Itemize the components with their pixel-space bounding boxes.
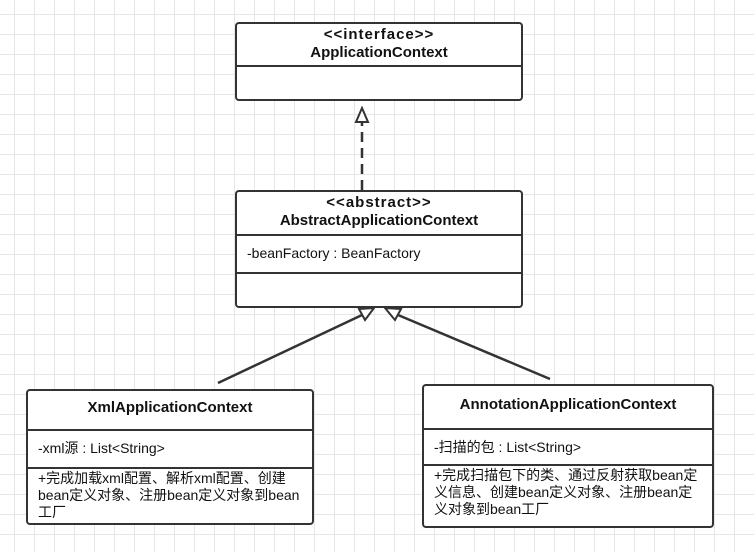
generalization-arrow-xml (217, 306, 377, 385)
class-annotation-application-context[interactable]: AnnotationApplicationContext -扫描的包 : Lis… (422, 384, 714, 528)
stereotype-label: <<abstract>> (326, 194, 432, 211)
method-load-xml: +完成加载xml配置、解析xml配置、创建bean定义对象、注册bean定义对象… (28, 467, 312, 523)
class-name: AnnotationApplicationContext (459, 396, 677, 413)
class-name: XmlApplicationContext (87, 399, 253, 416)
class-header: XmlApplicationContext (28, 391, 312, 429)
class-application-context[interactable]: <<interface>> ApplicationContext (235, 22, 523, 101)
method-scan-package: +完成扫描包下的类、通过反射获取bean定义信息、创建bean定义对象、注册be… (424, 464, 712, 526)
attribute-scan-package: -扫描的包 : List<String> (424, 428, 712, 464)
class-name: ApplicationContext (310, 44, 448, 61)
methods-section (237, 65, 521, 99)
class-abstract-application-context[interactable]: <<abstract>> AbstractApplicationContext … (235, 190, 523, 308)
attribute-bean-factory: -beanFactory : BeanFactory (237, 234, 521, 272)
class-header: <<interface>> ApplicationContext (237, 24, 521, 65)
attribute-xml-source: -xml源 : List<String> (28, 429, 312, 467)
realization-arrow (354, 105, 370, 190)
class-xml-application-context[interactable]: XmlApplicationContext -xml源 : List<Strin… (26, 389, 314, 525)
methods-section (237, 272, 521, 306)
class-header: AnnotationApplicationContext (424, 386, 712, 428)
generalization-arrow-annotation (382, 306, 551, 381)
stereotype-label: <<interface>> (323, 26, 435, 43)
class-name: AbstractApplicationContext (279, 212, 479, 229)
class-header: <<abstract>> AbstractApplicationContext (237, 192, 521, 234)
